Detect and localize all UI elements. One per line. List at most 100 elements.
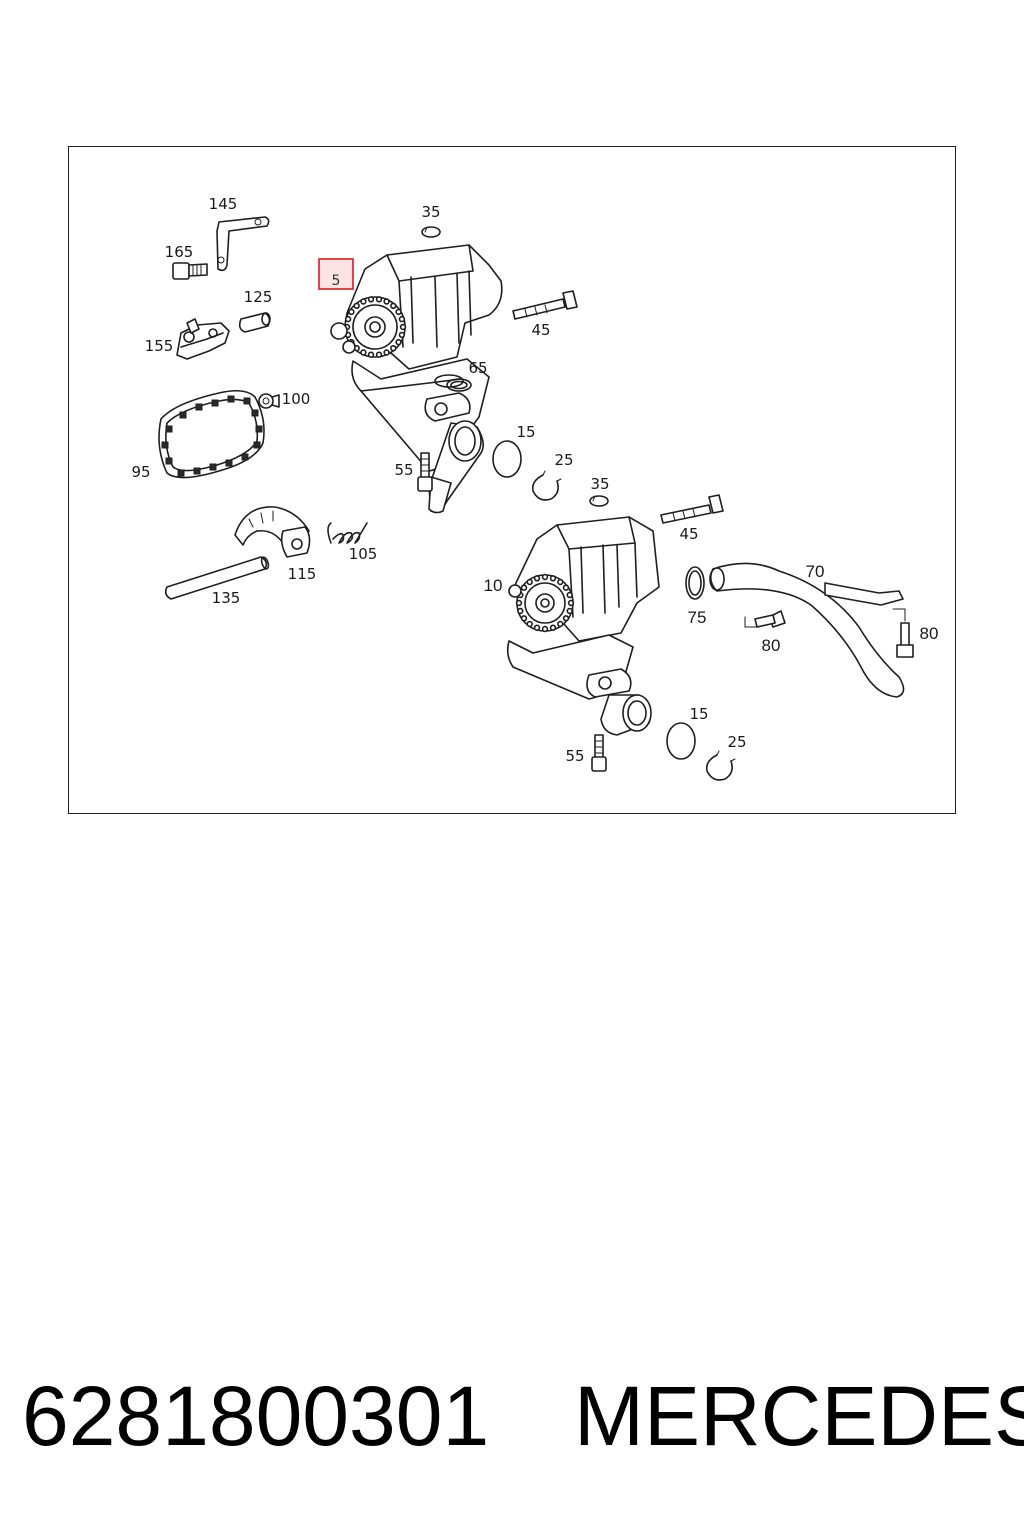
- part-135-shaft: [164, 556, 270, 600]
- chain-link: [225, 459, 233, 467]
- part-95-chain: [158, 389, 265, 479]
- chain-link: [253, 441, 261, 449]
- callout-80-lower-left[interactable]: 80: [762, 636, 781, 655]
- part-70-pipe: [709, 562, 905, 698]
- gear-tooth: [360, 298, 367, 305]
- part-100-pin: [258, 393, 280, 409]
- callout-115[interactable]: 115: [288, 565, 317, 583]
- gear-tooth: [549, 624, 557, 631]
- part-115-guide: [234, 506, 311, 558]
- callout-105[interactable]: 105: [349, 545, 378, 563]
- callout-80-right[interactable]: 80: [920, 624, 939, 643]
- callout-125[interactable]: 125: [244, 288, 273, 306]
- part-145-bracket: [216, 216, 270, 272]
- chain-link: [251, 409, 259, 417]
- chain-link: [243, 397, 251, 405]
- gear-tooth: [549, 575, 557, 582]
- part-55-bolt-upper: [417, 452, 433, 492]
- gear-tooth: [398, 315, 406, 323]
- gear-tooth: [383, 298, 390, 305]
- callout-45-upper[interactable]: 45: [531, 321, 550, 339]
- gear-tooth: [557, 578, 564, 586]
- gear-tooth: [390, 345, 397, 352]
- gear-tooth: [515, 599, 523, 607]
- callout-95[interactable]: 95: [131, 463, 150, 481]
- callout-10[interactable]: 10: [484, 576, 503, 595]
- part-105-spring: [327, 522, 368, 544]
- callout-25-upper[interactable]: 25: [554, 451, 573, 469]
- part-45-bolt-upper: [512, 290, 578, 320]
- part-35-clip-upper: [421, 226, 441, 238]
- gear-tooth: [566, 607, 573, 615]
- callout-25-lower[interactable]: 25: [727, 733, 746, 751]
- callout-165[interactable]: 165: [165, 243, 194, 261]
- callout-35-upper[interactable]: 35: [421, 203, 440, 221]
- callout-155[interactable]: 155: [145, 337, 174, 355]
- brand-name: MERCEDES: [574, 1369, 1024, 1463]
- gear-tooth: [399, 323, 407, 331]
- callout-55-lower[interactable]: 55: [565, 747, 584, 765]
- callout-100[interactable]: 100: [282, 390, 311, 408]
- part-25-circlip-upper: [531, 470, 562, 501]
- callout-55-upper[interactable]: 55: [394, 461, 413, 479]
- part-15-cover-lower: [666, 722, 696, 760]
- gear-tooth: [526, 578, 533, 586]
- upper-oil-pump: [330, 244, 503, 514]
- part-15-cover-upper: [492, 440, 522, 478]
- gear-tooth: [562, 615, 570, 622]
- part-80-bolt-b: [892, 608, 914, 658]
- part-165-bolt: [172, 262, 208, 280]
- callout-5[interactable]: 5: [332, 273, 341, 289]
- part-80-bolt-a: [744, 610, 786, 628]
- highlight-box: [318, 258, 354, 290]
- chain-link: [193, 467, 201, 475]
- gear-tooth: [562, 584, 570, 591]
- gear-tooth: [348, 308, 355, 316]
- gear-tooth: [367, 351, 375, 358]
- chain-link: [195, 403, 203, 411]
- part-35-clip-lower: [589, 495, 609, 507]
- caption-bar: 6281800301 MERCEDES: [0, 1366, 1024, 1476]
- chain-link: [227, 395, 235, 403]
- gear-tooth: [541, 573, 549, 581]
- chain-link: [241, 453, 249, 461]
- chain-link: [179, 411, 187, 419]
- callout-135[interactable]: 135: [212, 589, 241, 607]
- gear-tooth: [344, 315, 352, 323]
- gear-tooth: [390, 302, 397, 310]
- parts-diagram-frame: 5 145 165 125 155 100 95 35 45 65 55 15 …: [68, 146, 956, 814]
- gear-tooth: [375, 296, 383, 303]
- part-155-tensioner: [176, 318, 230, 360]
- part-125-pin: [238, 312, 271, 333]
- callout-70[interactable]: 70: [806, 562, 825, 581]
- chain-link: [165, 425, 173, 433]
- part-55-bolt-lower: [591, 734, 607, 772]
- gear-tooth: [395, 338, 402, 346]
- lower-oil-pump: [506, 516, 660, 736]
- gear-tooth: [353, 302, 360, 310]
- part-75-oring: [685, 566, 705, 600]
- callout-35-lower[interactable]: 35: [590, 475, 609, 493]
- gear-tooth: [395, 308, 402, 316]
- gear-tooth: [367, 296, 375, 303]
- chain-link: [255, 425, 263, 433]
- oil-pump-exploded-diagram: 5 145 165 125 155 100 95 35 45 65 55 15 …: [131, 195, 939, 781]
- part-25-circlip-lower: [705, 750, 736, 781]
- callout-15-lower[interactable]: 15: [689, 705, 708, 723]
- chain-link: [161, 441, 169, 449]
- part-65-oring: [446, 378, 472, 392]
- gear-tooth: [533, 624, 541, 631]
- gear-tooth: [398, 331, 406, 339]
- gear-tooth: [541, 625, 549, 633]
- gear-tooth: [567, 599, 575, 607]
- callout-75[interactable]: 75: [688, 608, 707, 627]
- callout-45-lower[interactable]: 45: [679, 525, 698, 543]
- gear-tooth: [566, 591, 573, 599]
- gear-tooth: [383, 349, 390, 356]
- chain-link: [165, 457, 173, 465]
- callout-65[interactable]: 65: [468, 359, 487, 377]
- callout-15-upper[interactable]: 15: [516, 423, 535, 441]
- chain-link: [211, 399, 219, 407]
- callout-145[interactable]: 145: [209, 195, 238, 213]
- gear-tooth: [526, 620, 533, 628]
